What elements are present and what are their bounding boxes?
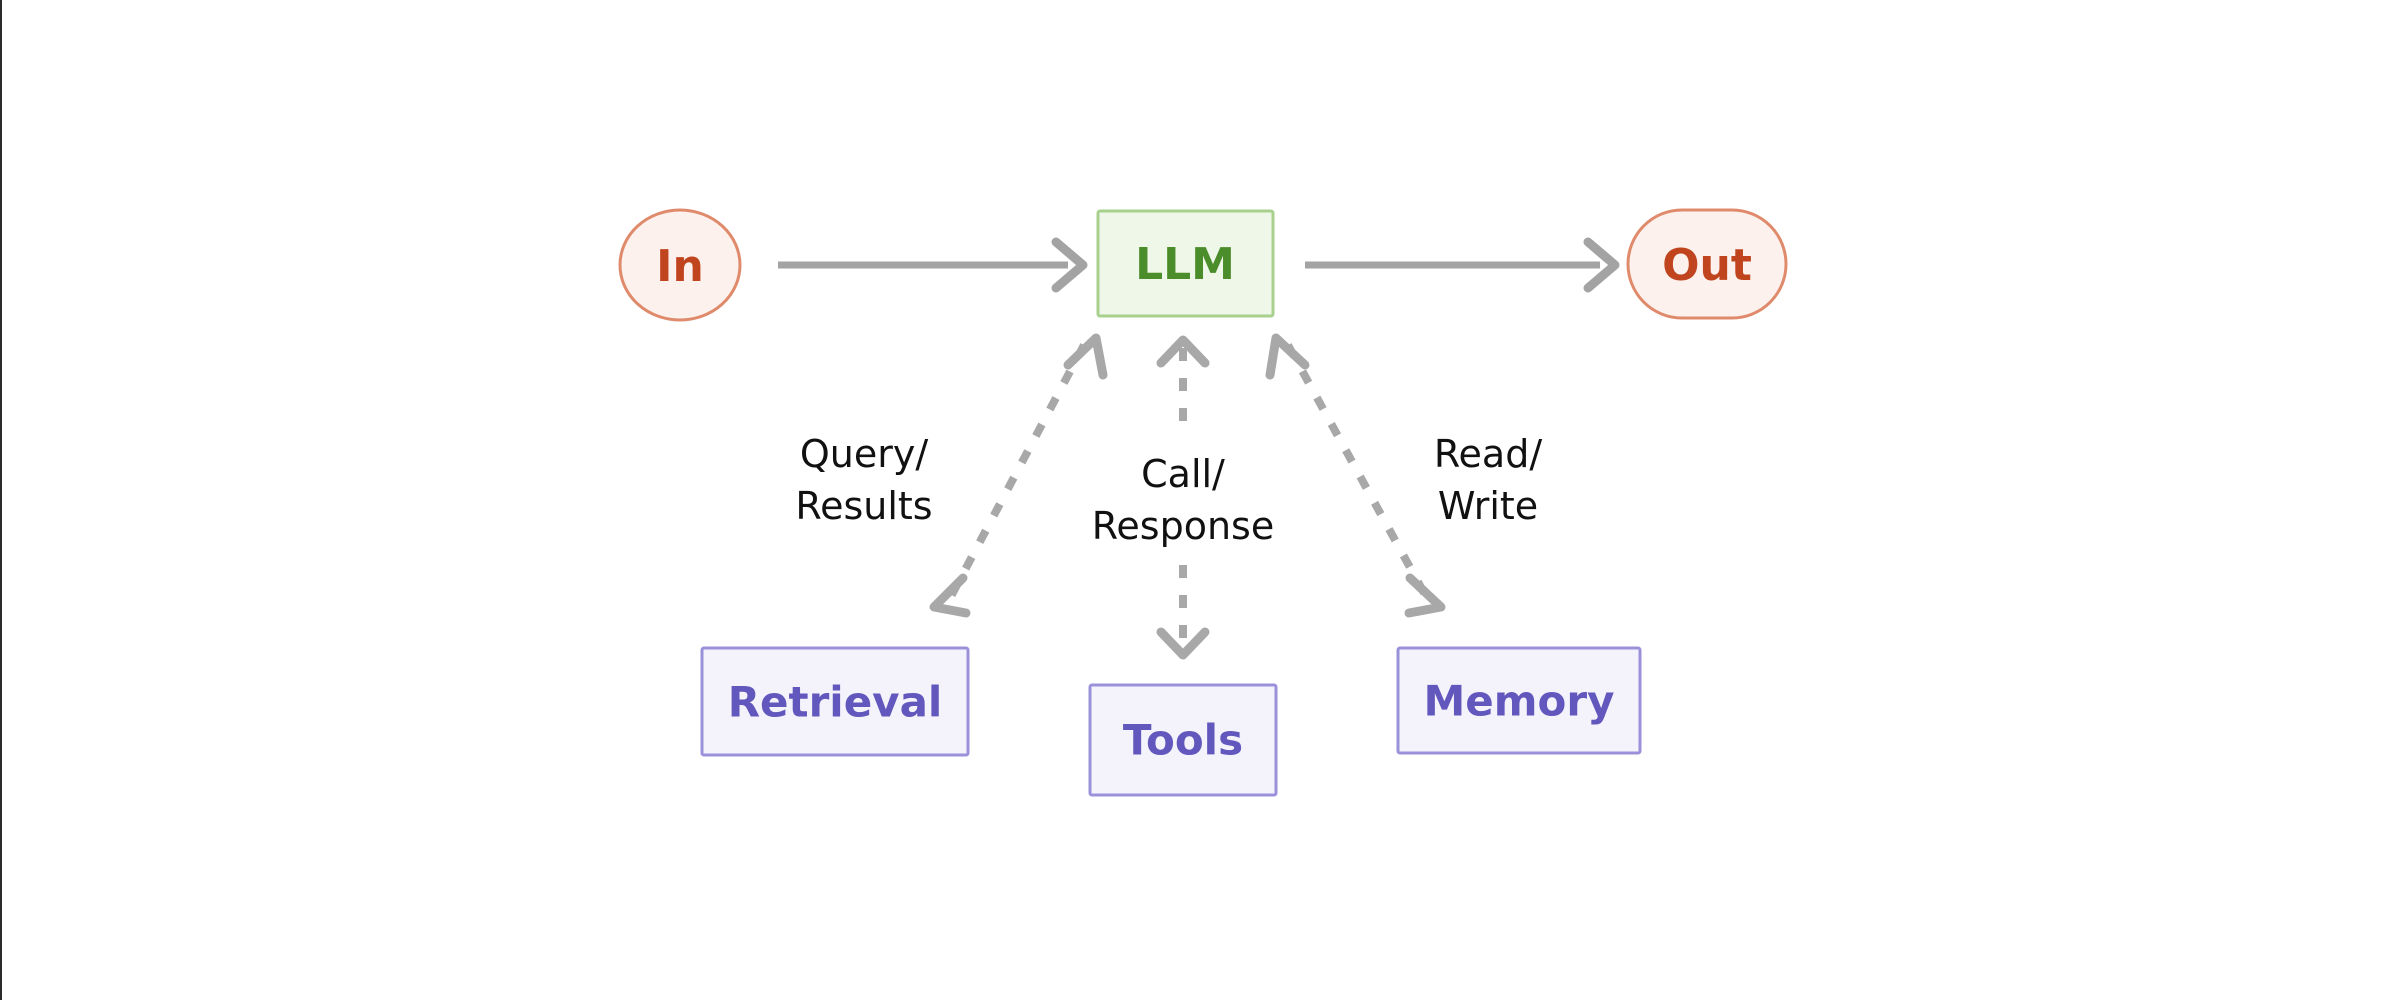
node-llm-label: LLM [1135,239,1235,290]
edge-llm-to-out-arrowhead [1583,237,1620,293]
node-retrieval[interactable]: Retrieval [700,646,970,757]
edge-llm-retrieval-arrowhead-down [929,573,971,618]
node-memory-label: Memory [1424,677,1615,726]
edge-label-memory: Read/ Write [1434,432,1542,528]
edge-llm-retrieval [929,333,1108,618]
edge-llm-to-out [1305,237,1620,293]
edge-label-tools-line1: Call/ [1141,452,1225,496]
edge-llm-tools-arrowhead-down [1156,627,1210,660]
edge-label-memory-line1: Read/ [1434,432,1542,476]
node-in-shape[interactable] [618,208,742,322]
edge-llm-memory-arrowhead-up [1265,333,1310,380]
node-out-shape[interactable] [1626,208,1788,320]
node-in-label: In [656,241,704,292]
node-tools-shape[interactable] [1088,683,1278,797]
node-llm-shape[interactable] [1096,209,1275,318]
edge-label-retrieval: Query/ Results [795,432,932,528]
edge-label-retrieval-line2: Results [795,484,932,528]
node-tools-label: Tools [1123,716,1243,765]
node-llm[interactable]: LLM [1096,209,1275,318]
edge-llm-retrieval-arrowhead-up [1063,333,1108,380]
edge-llm-tools-arrowhead-up [1156,335,1210,368]
node-retrieval-shape[interactable] [700,646,970,757]
edge-llm-memory [1265,333,1446,618]
node-memory[interactable]: Memory [1396,646,1642,755]
node-out[interactable]: Out [1626,208,1788,320]
node-out-label: Out [1662,240,1752,291]
node-retrieval-label: Retrieval [728,678,943,727]
edge-label-tools-line2: Response [1092,504,1275,548]
edge-label-retrieval-line1: Query/ [800,432,928,476]
edge-label-tools: Call/ Response [1092,452,1275,548]
edge-in-to-llm-arrowhead [1051,237,1088,293]
node-tools[interactable]: Tools [1088,683,1278,797]
edge-in-to-llm [778,237,1088,293]
edge-llm-retrieval-line [944,343,1088,604]
node-in[interactable]: In [618,208,742,322]
edge-llm-tools [1156,335,1210,660]
left-edge-rule [0,0,2,1000]
edge-llm-memory-line [1284,343,1433,604]
node-memory-shape[interactable] [1396,646,1642,755]
edge-llm-memory-arrowhead-down [1404,573,1446,618]
edge-label-memory-line2: Write [1438,484,1538,528]
